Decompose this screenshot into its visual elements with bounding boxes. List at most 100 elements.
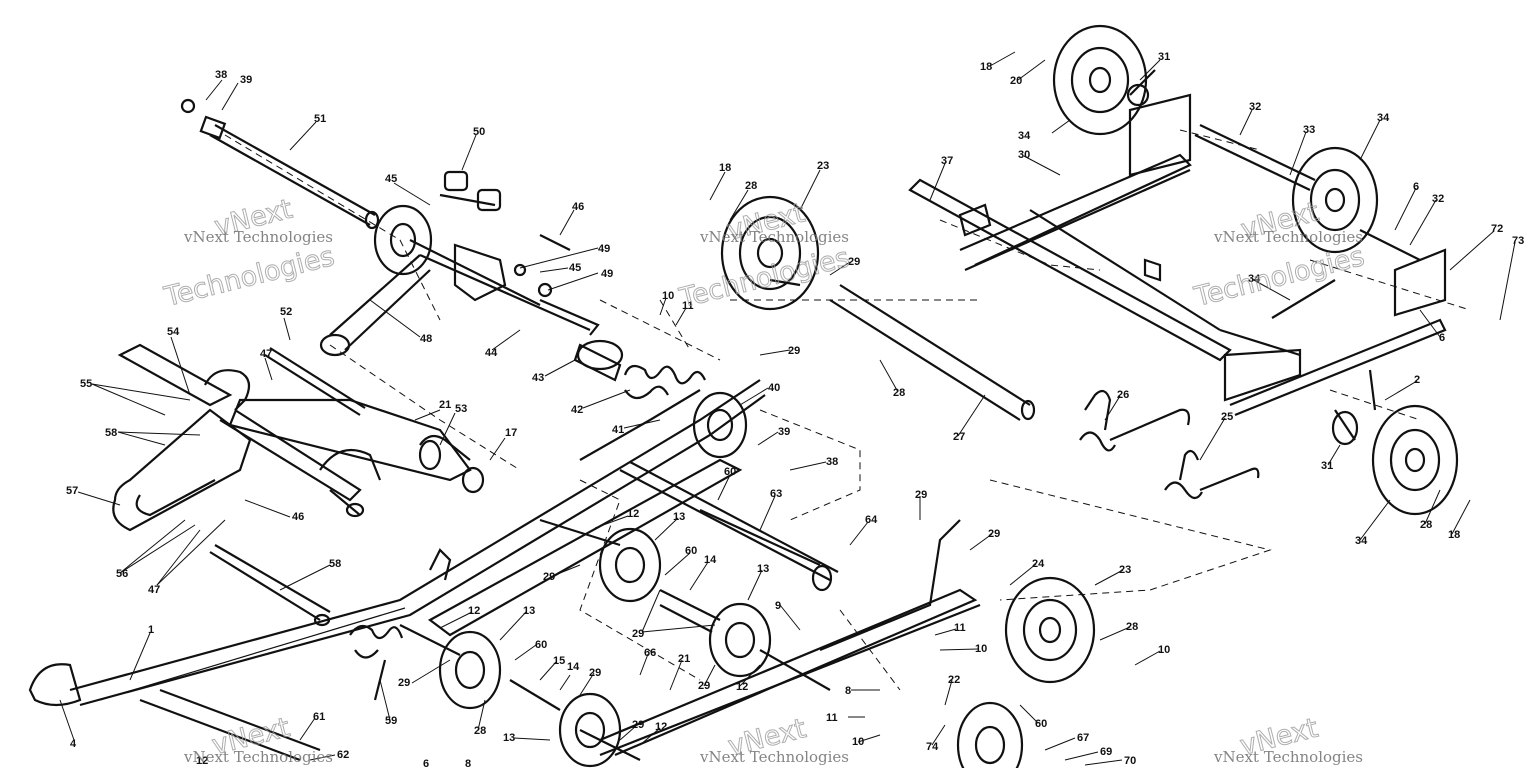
callout-32: 32: [1249, 101, 1261, 113]
callout-40: 40: [768, 382, 780, 394]
callout-11: 11: [682, 300, 694, 312]
callout-12: 12: [627, 508, 639, 520]
callout-47: 47: [260, 348, 272, 360]
callout-50: 50: [473, 126, 485, 138]
callout-29: 29: [589, 667, 601, 679]
callout-59: 59: [385, 715, 397, 727]
callout-33: 33: [1303, 124, 1315, 136]
callout-28: 28: [1420, 519, 1432, 531]
callout-10: 10: [975, 643, 987, 655]
callout-11: 11: [826, 712, 838, 724]
callout-60: 60: [1035, 718, 1047, 730]
callout-13: 13: [503, 732, 515, 744]
callout-29: 29: [543, 571, 555, 583]
callout-10: 10: [1158, 644, 1170, 656]
callout-45: 45: [385, 173, 397, 185]
callout-13: 13: [757, 563, 769, 575]
callout-28: 28: [474, 725, 486, 737]
callout-28: 28: [893, 387, 905, 399]
callout-22: 22: [948, 674, 960, 686]
callout-53: 53: [455, 403, 467, 415]
idler-wheels: [438, 24, 1459, 768]
assembly-guide-lines: [224, 129, 1471, 691]
callout-4: 4: [70, 738, 77, 750]
callout-60: 60: [724, 466, 736, 478]
callout-57: 57: [66, 485, 78, 497]
callout-23: 23: [1119, 564, 1131, 576]
callout-27: 27: [953, 431, 965, 443]
callout-20: 20: [1010, 75, 1022, 87]
callout-1: 1: [148, 624, 154, 636]
callout-13: 13: [673, 511, 685, 523]
slide-rails: [28, 379, 981, 762]
callout-42: 42: [571, 404, 583, 416]
callout-18: 18: [980, 61, 992, 73]
watermark-small: vNext Technologies: [1213, 748, 1363, 766]
cross-shafts: [399, 278, 1036, 761]
callout-24: 24: [1032, 558, 1045, 570]
callout-34: 34: [1018, 130, 1031, 142]
callout-6: 6: [423, 758, 429, 768]
callout-72: 72: [1491, 223, 1503, 235]
watermark-small: vNext Technologies: [699, 228, 849, 246]
callout-labels: 38 39 51 50 45 46 49 45 49 48 44 43 42 4…: [66, 51, 1524, 768]
callout-44: 44: [485, 347, 498, 359]
callout-29: 29: [398, 677, 410, 689]
callout-8: 8: [465, 758, 471, 768]
callout-29: 29: [848, 256, 860, 268]
callout-43: 43: [532, 372, 544, 384]
callout-2: 2: [1414, 374, 1420, 386]
callout-37: 37: [941, 155, 953, 167]
callout-12: 12: [736, 681, 748, 693]
callout-39: 39: [240, 74, 252, 86]
callout-28: 28: [745, 180, 757, 192]
callout-12: 12: [196, 755, 208, 767]
callout-28: 28: [1126, 621, 1138, 633]
callout-26: 26: [1117, 389, 1129, 401]
callout-34: 34: [1248, 273, 1261, 285]
callout-74: 74: [926, 741, 939, 753]
callout-62: 62: [337, 749, 349, 761]
callout-48: 48: [420, 333, 432, 345]
callout-41: 41: [612, 424, 624, 436]
callout-30: 30: [1018, 149, 1030, 161]
callout-32: 32: [1432, 193, 1444, 205]
callout-12: 12: [468, 605, 480, 617]
callout-63: 63: [770, 488, 782, 500]
callout-15: 15: [553, 655, 565, 667]
callout-11: 11: [954, 622, 966, 634]
callout-64: 64: [865, 514, 878, 526]
watermark-small: vNext Technologies: [183, 228, 333, 246]
callout-73: 73: [1512, 235, 1524, 247]
callout-39: 39: [778, 426, 790, 438]
rear-axle-frame: [908, 69, 1447, 446]
callout-10: 10: [852, 736, 864, 748]
torsion-springs: [349, 364, 1260, 701]
callout-25: 25: [1221, 411, 1233, 423]
callout-31: 31: [1321, 460, 1333, 472]
callout-47: 47: [148, 584, 160, 596]
callout-66: 66: [644, 647, 656, 659]
callout-6: 6: [1413, 181, 1419, 193]
callout-17: 17: [505, 427, 517, 439]
callout-49: 49: [601, 268, 613, 280]
watermark-group-4: vNext vNext Technologies: [183, 712, 333, 766]
leader-lines: [59, 51, 1516, 766]
callout-12: 12: [655, 721, 667, 733]
callout-21: 21: [678, 653, 690, 665]
callout-6: 6: [1439, 332, 1445, 344]
callout-29: 29: [632, 719, 644, 731]
callout-46: 46: [572, 201, 584, 213]
watermark-small: vNext Technologies: [1213, 228, 1363, 246]
callout-60: 60: [535, 639, 547, 651]
watermark-small: vNext Technologies: [183, 748, 333, 766]
callout-29: 29: [788, 345, 800, 357]
callout-58: 58: [329, 558, 341, 570]
callout-29: 29: [632, 628, 644, 640]
callout-13: 13: [523, 605, 535, 617]
callout-23: 23: [817, 160, 829, 172]
callout-49: 49: [598, 243, 610, 255]
callout-29: 29: [988, 528, 1000, 540]
callout-38: 38: [826, 456, 838, 468]
